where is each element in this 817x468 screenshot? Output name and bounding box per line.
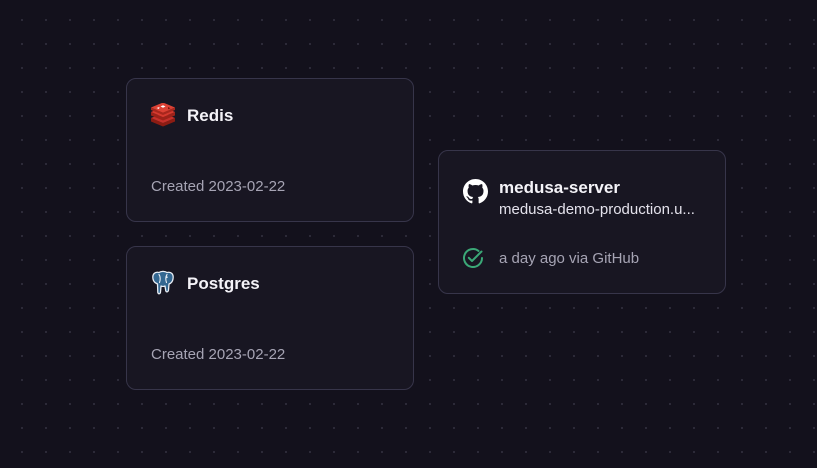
created-date: Created 2023-02-22 bbox=[151, 346, 286, 363]
check-circle-icon bbox=[462, 247, 484, 269]
service-name: Postgres bbox=[187, 274, 260, 293]
created-date: Created 2023-02-22 bbox=[151, 178, 286, 195]
service-name: Redis bbox=[187, 106, 234, 125]
github-icon bbox=[462, 178, 488, 204]
deploy-status: a day ago via GitHub bbox=[499, 250, 640, 267]
service-card-postgres[interactable]: Postgres Created 2023-02-22 bbox=[126, 246, 414, 390]
postgres-icon bbox=[150, 270, 176, 296]
redis-icon bbox=[150, 102, 176, 128]
service-name: medusa-server bbox=[499, 178, 620, 197]
service-url[interactable]: medusa-demo-production.u... bbox=[499, 201, 695, 218]
service-card-medusa-server[interactable]: medusa-server medusa-demo-production.u..… bbox=[438, 150, 726, 294]
service-card-redis[interactable]: Redis Created 2023-02-22 bbox=[126, 78, 414, 222]
